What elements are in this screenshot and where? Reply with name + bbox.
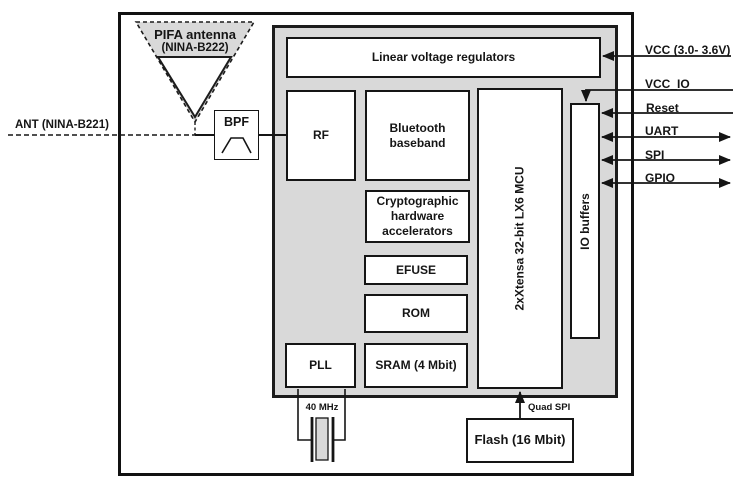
block-bluetooth-baseband: Bluetooth baseband: [365, 90, 470, 181]
block-label: PLL: [309, 358, 332, 372]
signal-label-vcc: VCC (3.0- 3.6V): [645, 43, 731, 57]
quad-spi-label: Quad SPI: [528, 402, 571, 413]
antenna-title: PIFA antenna: [154, 27, 236, 42]
crystal-label: 40 MHz: [305, 402, 339, 413]
block-label: Bluetooth baseband: [389, 120, 446, 150]
block-io-buffers: IO buffers: [570, 103, 600, 339]
block-label: Cryptographic hardware accelerators: [376, 194, 459, 238]
block-label: SRAM (4 Mbit): [375, 358, 457, 372]
signal-label-reset: Reset: [646, 101, 679, 115]
block-label: RF: [313, 128, 329, 142]
block-sram: SRAM (4 Mbit): [364, 343, 468, 388]
block-label: IO buffers: [577, 192, 592, 250]
signal-label-spi: SPI: [645, 148, 665, 162]
block-pll: PLL: [285, 343, 356, 388]
block-label: ROM: [402, 306, 430, 320]
block-crypto-accelerators: Cryptographic hardware accelerators: [365, 190, 470, 243]
signal-label-vcc-io: VCC_IO: [645, 77, 690, 91]
block-mcu: 2xXtensa 32-bit LX6 MCU: [477, 88, 563, 389]
block-flash: Flash (16 Mbit): [466, 418, 574, 463]
block-label: 2xXtensa 32-bit LX6 MCU: [512, 166, 527, 311]
block-label: EFUSE: [395, 262, 436, 277]
block-linear-voltage-regulators: Linear voltage regulators: [286, 37, 601, 78]
block-label: BPF: [224, 115, 249, 129]
signal-label-gpio: GPIO: [645, 171, 676, 185]
block-label: Linear voltage regulators: [371, 50, 516, 64]
signal-label-uart: UART: [645, 124, 679, 138]
antenna-subtitle: (NINA-B222): [161, 42, 229, 54]
block-label: Flash (16 Mbit): [474, 432, 566, 448]
ant-label: ANT (NINA-B221): [15, 119, 109, 131]
block-rf: RF: [286, 90, 356, 181]
block-efuse: EFUSE: [364, 255, 468, 285]
block-rom: ROM: [364, 294, 468, 333]
block-bpf: BPF: [214, 110, 259, 160]
